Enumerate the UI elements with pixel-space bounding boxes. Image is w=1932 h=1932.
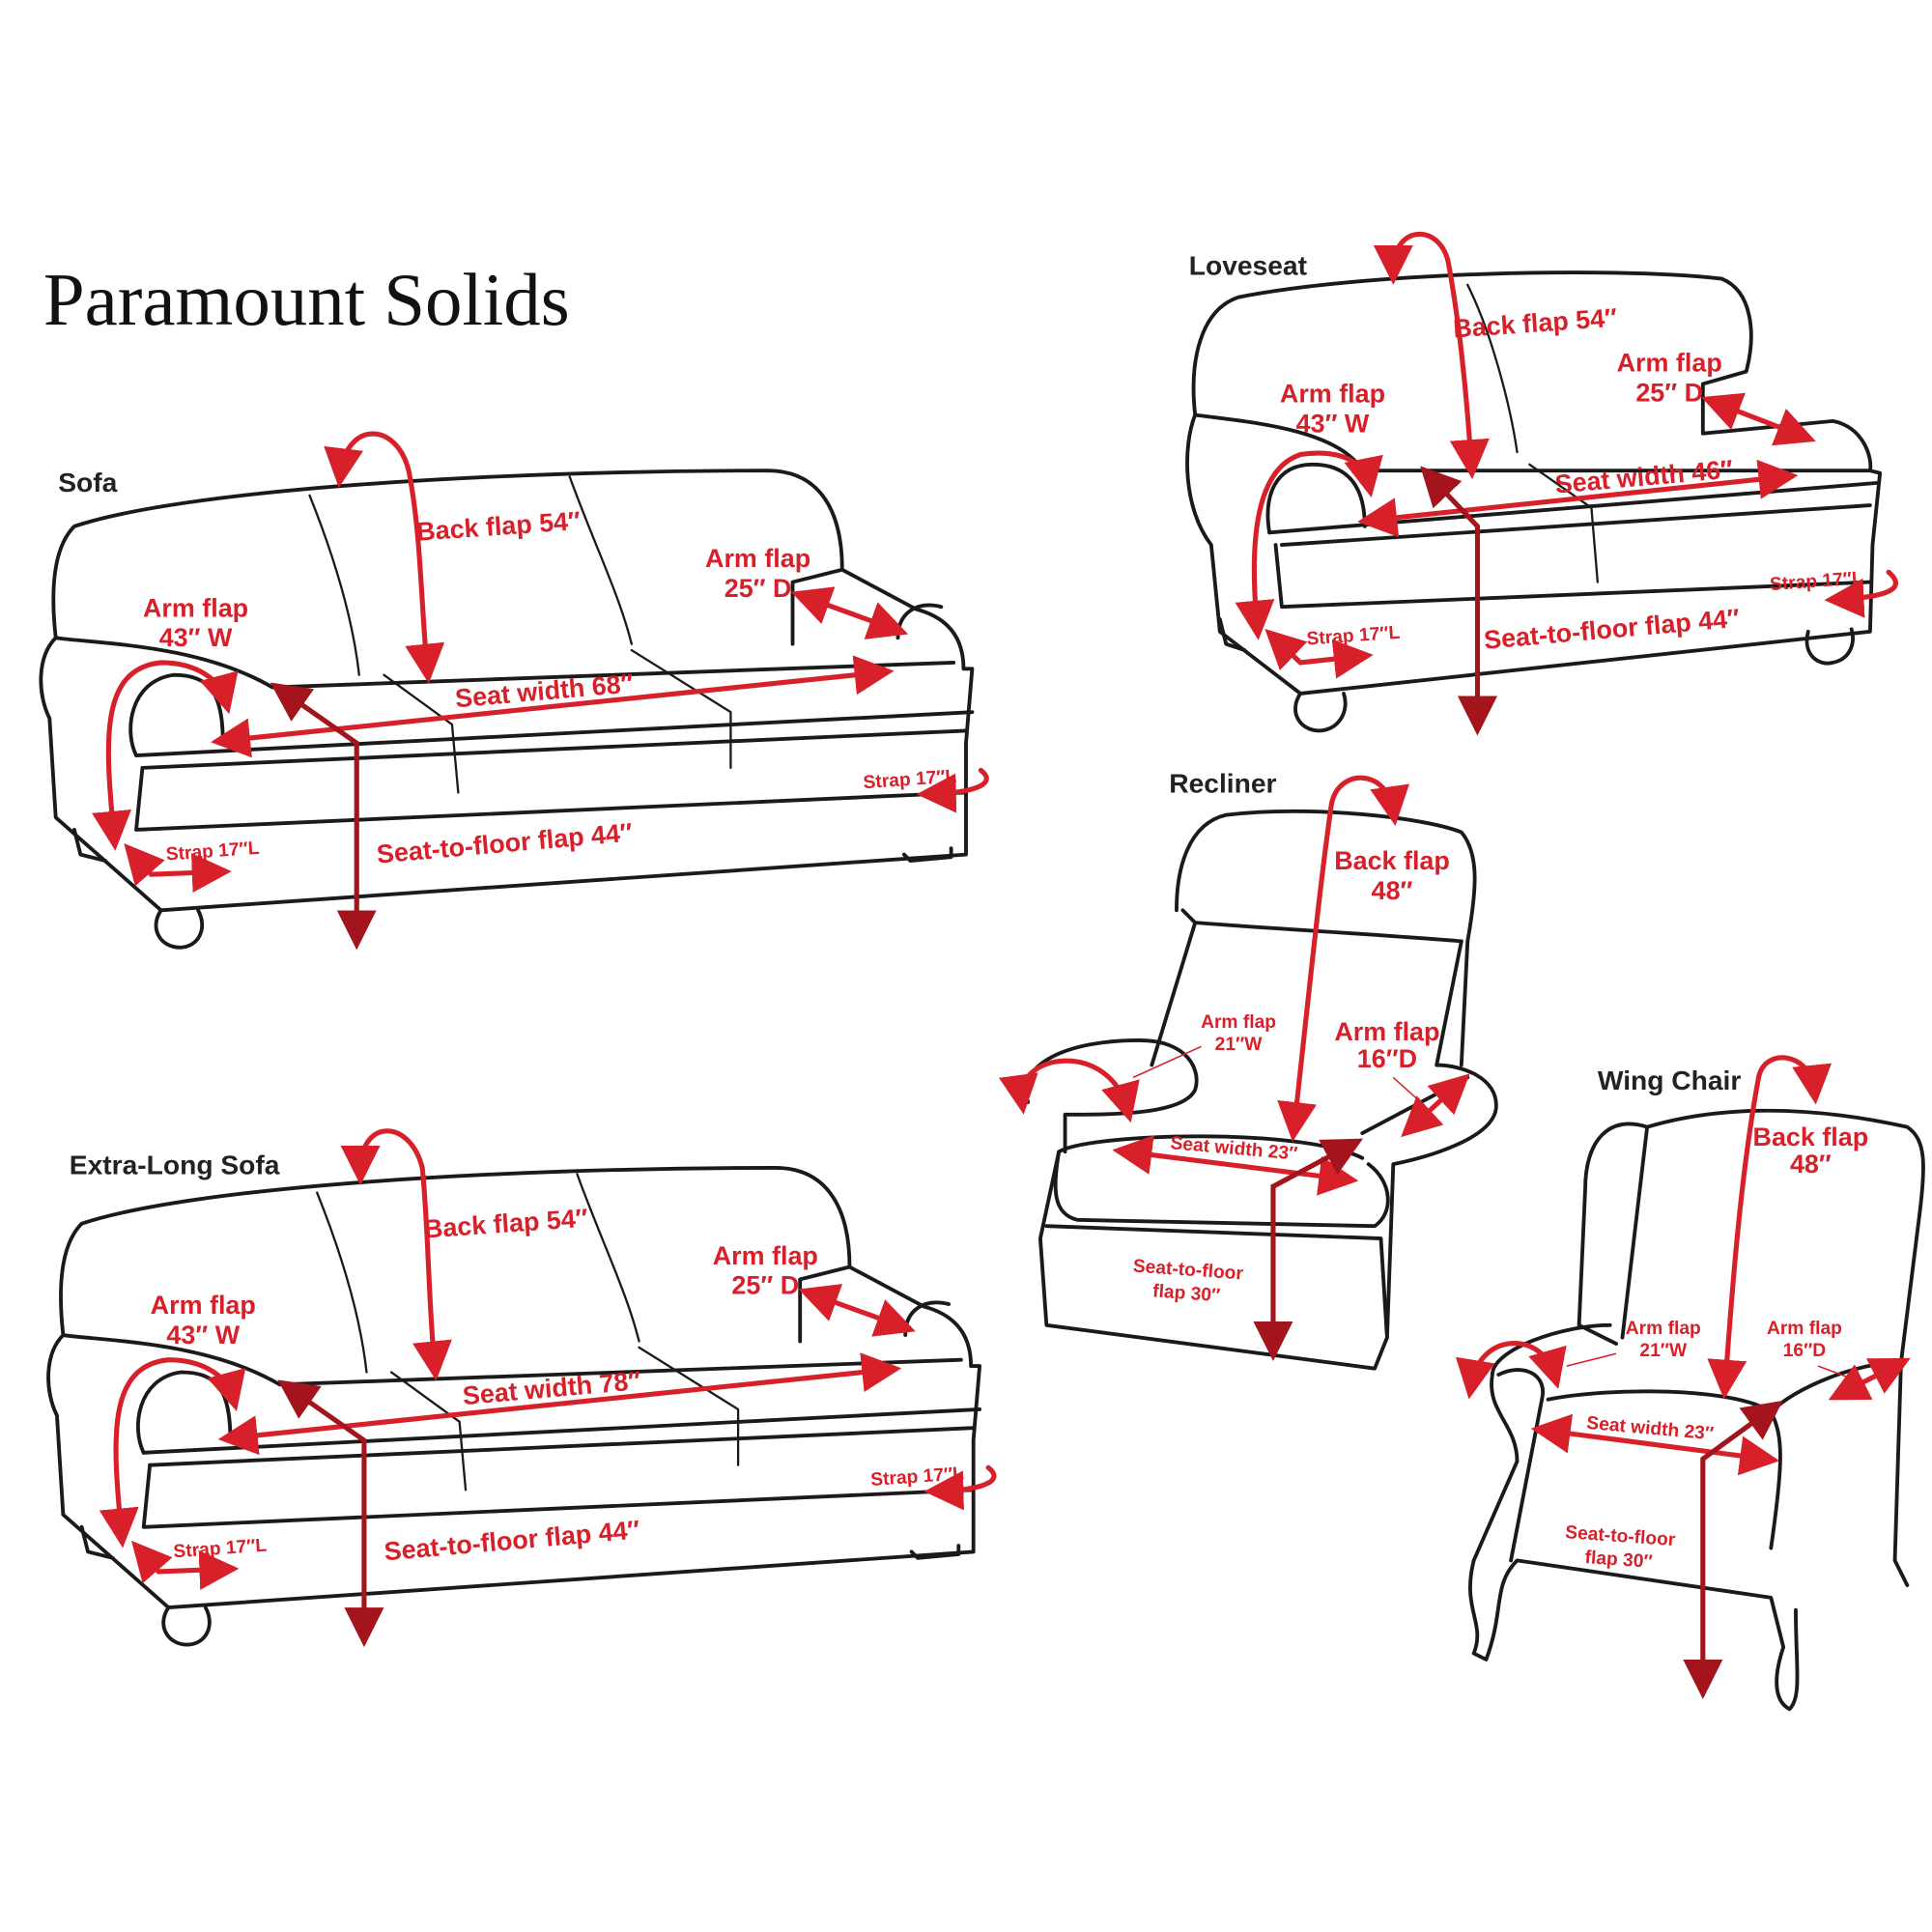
arm-flap-w-pointer (1566, 1352, 1617, 1367)
seat-to-floor-label: Seat-to-floor flap 44″ (376, 818, 634, 869)
arm-flap-d-arrow (798, 1284, 916, 1337)
arm-flap-d-arrow (1828, 1357, 1911, 1401)
back-flap-arrow (1277, 775, 1409, 1142)
arm-flap-d-arrow (1401, 1073, 1470, 1138)
strap-right-arrow (916, 767, 989, 813)
back-flap-arrow (324, 431, 445, 684)
sofa-label: Sofa (58, 467, 117, 497)
strap-left-arrow (124, 843, 232, 894)
arm-flap-w-arrow (92, 660, 239, 851)
back-flap-arrow (1373, 232, 1490, 480)
strap-left-label: Strap 17″L (173, 1536, 268, 1563)
strap-right-arrow (1824, 569, 1898, 618)
arm-flap-d-pointer (1392, 1076, 1419, 1101)
seat-to-floor-arrow (1253, 1138, 1364, 1361)
arm-flap-w-arrow (99, 1357, 246, 1548)
wing-chair-label: Wing Chair (1598, 1065, 1742, 1095)
arm-flap-w-pointer (1132, 1045, 1202, 1079)
strap-left-arrow (131, 1540, 240, 1590)
back-flap-label: Back flap 54″ (423, 1204, 589, 1244)
strap-right-label: Strap 17″L (863, 766, 957, 793)
seat-to-floor-label: Seat-to-floorflap 30″ (1130, 1257, 1244, 1308)
arm-flap-d-pointer (1817, 1365, 1849, 1378)
back-flap-label: Back flap 54″ (1452, 303, 1618, 344)
seat-to-floor-arrow (1683, 1400, 1783, 1699)
arm-flap-w-arrow (1235, 450, 1383, 640)
strap-left-label: Strap 17″L (165, 838, 260, 866)
seat-to-floor-arrow (270, 682, 377, 951)
strap-left-arrow (1264, 628, 1374, 679)
arm-flap-d-arrow (1701, 392, 1816, 446)
arm-flap-d-arrow (790, 586, 909, 639)
arm-flap-w-arrow (1455, 1341, 1567, 1400)
strap-left-label: Strap 17″L (1306, 623, 1401, 650)
back-flap-label: Back flap 54″ (415, 506, 582, 547)
back-flap-arrow (1707, 1055, 1833, 1400)
recliner-label: Recliner (1169, 768, 1276, 799)
strap-right-label: Strap 17″L (1769, 568, 1863, 595)
page-title: Paramount Solids (43, 258, 570, 341)
extra-long-sofa-label: Extra-Long Sofa (70, 1149, 280, 1179)
seat-to-floor-label: Seat-to-floorflap 30″ (1563, 1522, 1677, 1574)
strap-right-label: Strap 17″L (870, 1463, 965, 1491)
strap-right-arrow (923, 1464, 997, 1511)
seat-to-floor-label: Seat-to-floor flap 44″ (383, 1515, 640, 1566)
back-flap-arrow (340, 1128, 452, 1381)
loveseat-label: Loveseat (1189, 250, 1308, 281)
seat-to-floor-label: Seat-to-floor flap 44″ (1483, 604, 1741, 655)
seat-to-floor-arrow (277, 1379, 384, 1648)
arm-flap-w-arrow (999, 1058, 1140, 1123)
seat-to-floor-arrow (1420, 466, 1498, 736)
